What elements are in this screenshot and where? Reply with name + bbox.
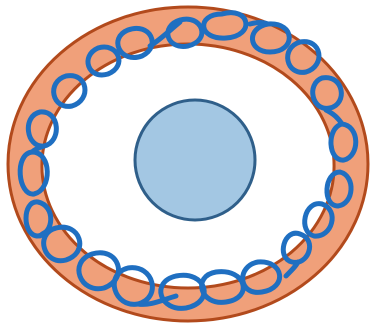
center-circle: [135, 100, 255, 220]
scribble-strand: [250, 23, 268, 25]
